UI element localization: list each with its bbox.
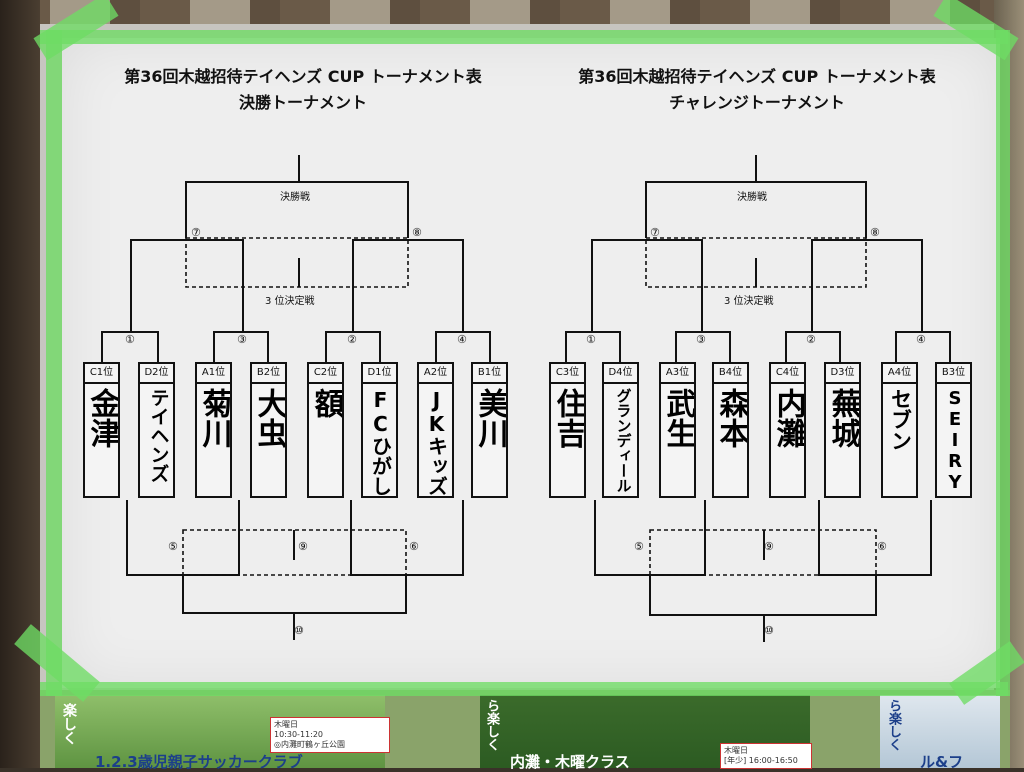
poster-middle-schedule: 木曜日 [年少] 16:00-16:50: [720, 743, 812, 769]
team-rank: C3位: [551, 364, 584, 384]
poster-left-venue: ◎内灘町鶴ヶ丘公園: [274, 740, 345, 749]
poster-middle-time: [年少] 16:00-16:50: [724, 756, 798, 765]
team-box: B4位 森本: [712, 362, 749, 498]
left-match-10: ⑩: [294, 624, 304, 637]
team-box: D1位 FCひがし: [361, 362, 398, 498]
team-name: セブンSS: [888, 388, 913, 451]
team-box: C1位 金津: [83, 362, 120, 498]
team-name: 大虫: [252, 388, 285, 448]
team-rank: C1位: [85, 364, 118, 384]
right-final-label: 決勝戦: [737, 192, 767, 203]
left-match-5: ⑤: [168, 540, 178, 553]
poster-left-slogan: 楽しく: [61, 703, 77, 745]
poster-middle-title: 内灘・木曜クラス: [510, 753, 630, 771]
team-box: A1位 菊川: [195, 362, 232, 498]
team-box: C2位 額: [307, 362, 344, 498]
poster-left-time: 10:30-11:20: [274, 730, 323, 739]
left-match-3: ③: [237, 333, 247, 346]
right-match-10: ⑩: [764, 624, 774, 637]
left-final-label: 決勝戦: [280, 192, 310, 203]
right-title: 第36回木越招待テイヘンズ CUP トーナメント表: [578, 67, 936, 86]
left-match-9: ⑨: [298, 540, 308, 553]
right-subtitle: チャレンジトーナメント: [669, 93, 845, 112]
team-name: SEIRYO: [944, 388, 966, 496]
right-match-3: ③: [696, 333, 706, 346]
poster-middle-day: 木曜日: [724, 746, 748, 755]
tape-right: [996, 30, 1010, 696]
team-rank: C4位: [771, 364, 804, 384]
team-rank: A1位: [197, 364, 230, 384]
team-box: A2位 JKキッズ: [417, 362, 454, 498]
team-rank: A2位: [419, 364, 452, 384]
team-name: 蕪城: [826, 388, 859, 448]
team-box: B1位 美川: [471, 362, 508, 498]
team-box: D3位 蕪城: [824, 362, 861, 498]
team-box: A3位 武生: [659, 362, 696, 498]
poster-left-title: 1.2.3歳児親子サッカークラブ: [95, 753, 303, 771]
left-subtitle: 決勝トーナメント: [238, 93, 367, 112]
poster-middle-slogan: ら楽しく: [484, 699, 499, 751]
team-rank: B2位: [252, 364, 285, 384]
team-box: B3位 SEIRYO: [935, 362, 972, 498]
team-name: JKキッズ: [424, 388, 449, 496]
right-third-place-label: 3 位決定戦: [724, 296, 774, 307]
right-match-5: ⑤: [634, 540, 644, 553]
team-rank: D1位: [363, 364, 396, 384]
right-match-1: ①: [586, 333, 596, 346]
right-match-6: ⑥: [877, 540, 887, 553]
left-match-2: ②: [347, 333, 357, 346]
left-match-6: ⑥: [409, 540, 419, 553]
poster-left-schedule: 木曜日 10:30-11:20 ◎内灘町鶴ヶ丘公園: [270, 717, 390, 753]
left-match-7: ⑦: [191, 226, 201, 239]
team-name: 菊川: [197, 388, 230, 448]
team-name: 美川: [473, 388, 506, 448]
left-third-place-label: 3 位決定戦: [265, 296, 315, 307]
poster-thursday-class: ら楽しく 内灘・木曜クラス 木曜日 [年少] 16:00-16:50: [480, 695, 812, 771]
team-rank: D4位: [604, 364, 637, 384]
poster-left-day: 木曜日: [274, 720, 298, 729]
left-match-4: ④: [457, 333, 467, 346]
team-box: D4位 グランディール: [602, 362, 639, 498]
team-box: C4位 内灘: [769, 362, 806, 498]
team-box: B2位 大虫: [250, 362, 287, 498]
team-name: FCひがし: [368, 388, 393, 496]
team-box: C3位 住吉: [549, 362, 586, 498]
team-name: 額: [309, 388, 342, 418]
team-rank: C2位: [309, 364, 342, 384]
team-name: グランディール: [614, 388, 633, 493]
team-rank: B3位: [937, 364, 970, 384]
team-name: 武生: [661, 388, 694, 448]
right-match-2: ②: [806, 333, 816, 346]
team-box: A4位 セブンSS: [881, 362, 918, 498]
right-match-7: ⑦: [650, 226, 660, 239]
team-rank: A4位: [883, 364, 916, 384]
team-name: 金津: [85, 388, 118, 448]
right-match-9: ⑨: [764, 540, 774, 553]
left-match-8: ⑧: [412, 226, 422, 239]
window-frame-top: [0, 0, 1024, 24]
tape-top: [40, 30, 1008, 44]
team-name: 森本: [714, 388, 747, 448]
tape-bottom: [40, 682, 1008, 696]
right-match-8: ⑧: [870, 226, 880, 239]
team-name: テイヘンズ: [147, 388, 170, 483]
poster-right-title: ル&フ: [920, 753, 964, 771]
team-box: D2位 テイヘンズ: [138, 362, 175, 498]
team-rank: B4位: [714, 364, 747, 384]
poster-toddler-club: 楽しく 1.2.3歳児親子サッカークラブ 木曜日 10:30-11:20 ◎内灘…: [55, 695, 390, 771]
tape-left: [46, 30, 62, 696]
right-match-4: ④: [916, 333, 926, 346]
team-rank: D3位: [826, 364, 859, 384]
team-name: 住吉: [551, 388, 584, 448]
team-name: 内灘: [771, 388, 804, 448]
left-title: 第36回木越招待テイヘンズ CUP トーナメント表: [124, 67, 482, 86]
team-rank: B1位: [473, 364, 506, 384]
left-match-1: ①: [125, 333, 135, 346]
team-rank: D2位: [140, 364, 173, 384]
team-rank: A3位: [661, 364, 694, 384]
poster-right-slogan: ら楽しく: [886, 699, 901, 751]
poster-right: ら楽しく ル&フ: [880, 695, 1000, 771]
